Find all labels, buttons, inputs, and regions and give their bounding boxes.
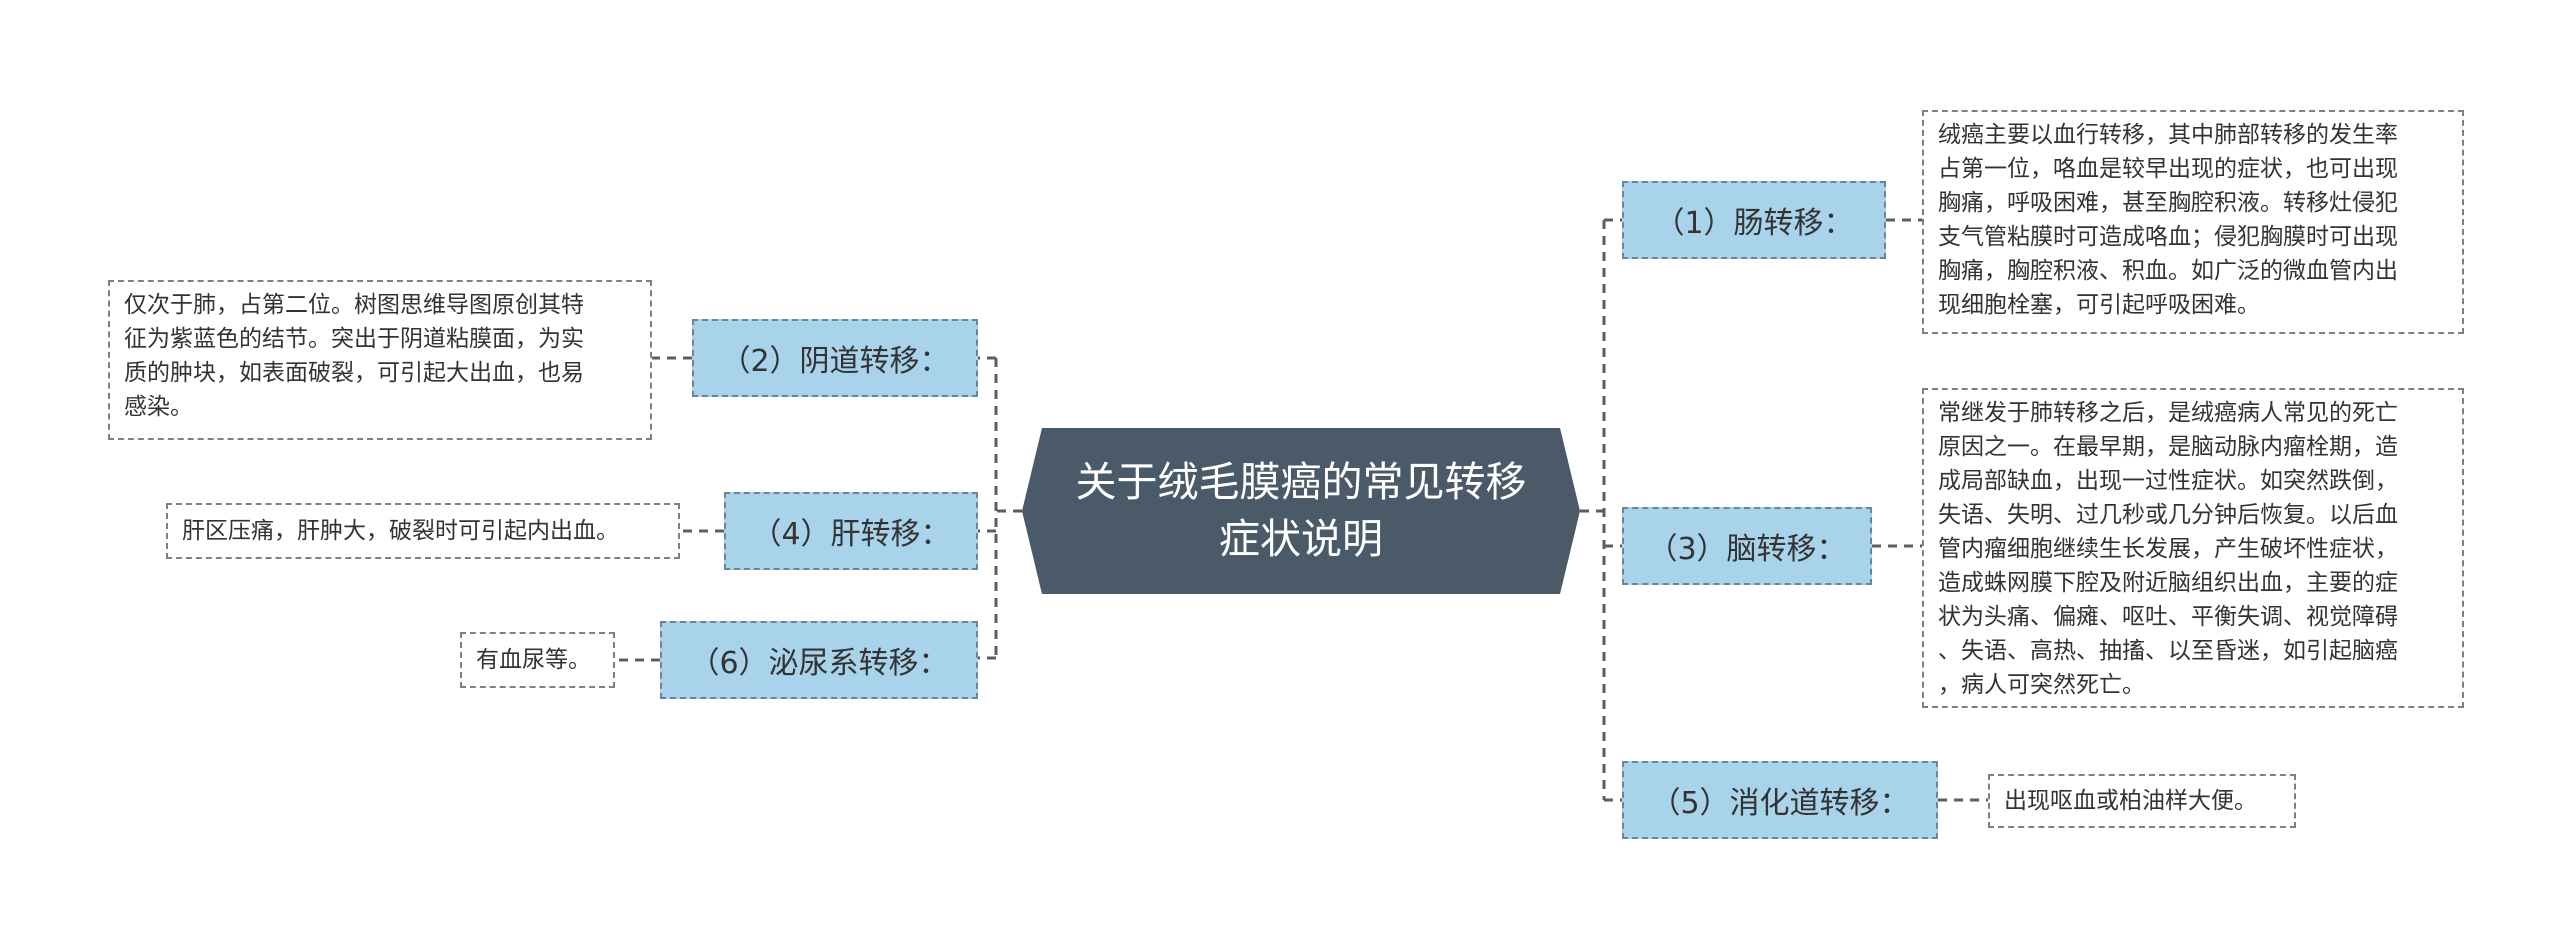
branch-liver[interactable]: （4）肝转移： (724, 492, 978, 570)
leaf-intestine-line: 胸痛，呼吸困难，甚至胸腔积液。转移灶侵犯 (1938, 190, 2398, 216)
leaf-vagina-line: 仅次于肺，占第二位。树图思维导图原创其特 (124, 292, 584, 318)
branch-digestive[interactable]: （5）消化道转移： (1622, 761, 1938, 839)
leaf-digestive[interactable]: 出现呕血或柏油样大便。 (1988, 774, 2296, 828)
central-topic-line2: 症状说明 (1219, 515, 1383, 563)
branch-brain[interactable]: （3）脑转移： (1622, 507, 1872, 585)
leaf-liver[interactable]: 肝区压痛，肝肿大，破裂时可引起内出血。 (166, 503, 680, 559)
leaf-brain-line: 失语、失明、过几秒或几分钟后恢复。以后血 (1938, 502, 2398, 528)
leaf-intestine-line: 现细胞栓塞，可引起呼吸困难。 (1938, 292, 2260, 318)
leaf-intestine[interactable]: 绒癌主要以血行转移，其中肺部转移的发生率 占第一位，咯血是较早出现的症状，也可出… (1922, 110, 2464, 334)
leaf-brain-line: 造成蛛网膜下腔及附近脑组织出血，主要的症 (1938, 570, 2398, 596)
leaf-intestine-line: 绒癌主要以血行转移，其中肺部转移的发生率 (1938, 122, 2398, 148)
leaf-brain-line: ，病人可突然死亡。 (1938, 672, 2145, 698)
leaf-vagina-line: 质的肿块，如表面破裂，可引起大出血，也易 (124, 360, 584, 386)
leaf-intestine-line: 支气管粘膜时可造成咯血；侵犯胸膜时可出现 (1938, 224, 2398, 250)
branch-urinary[interactable]: （6）泌尿系转移： (660, 621, 978, 699)
leaf-intestine-line: 占第一位，咯血是较早出现的症状，也可出现 (1938, 156, 2398, 182)
leaf-intestine-line: 胸痛，胸腔积液、积血。如广泛的微血管内出 (1938, 258, 2398, 284)
leaf-vagina-line: 感染。 (124, 394, 193, 420)
leaf-brain-line: 原因之一。在最早期，是脑动脉内瘤栓期，造 (1938, 434, 2398, 460)
leaf-brain-line: 状为头痛、偏瘫、呕吐、平衡失调、视觉障碍 (1938, 604, 2398, 630)
leaf-urinary[interactable]: 有血尿等。 (460, 632, 615, 688)
leaf-brain-line: 成局部缺血，出现一过性症状。如突然跌倒， (1938, 468, 2398, 494)
leaf-brain-line: 管内瘤细胞继续生长发展，产生破坏性症状， (1938, 536, 2398, 562)
branch-intestine[interactable]: （1）肠转移： (1622, 181, 1886, 259)
central-topic[interactable]: 关于绒毛膜癌的常见转移 症状说明 (1022, 428, 1580, 594)
central-topic-line1: 关于绒毛膜癌的常见转移 (1075, 458, 1527, 506)
leaf-vagina-line: 征为紫蓝色的结节。突出于阴道粘膜面，为实 (124, 326, 584, 352)
leaf-brain-line: 常继发于肺转移之后，是绒癌病人常见的死亡 (1938, 400, 2398, 426)
leaf-brain-line: 、失语、高热、抽搐、以至昏迷，如引起脑癌 (1938, 638, 2398, 664)
leaf-brain[interactable]: 常继发于肺转移之后，是绒癌病人常见的死亡 原因之一。在最早期，是脑动脉内瘤栓期，… (1922, 388, 2464, 708)
branch-vagina[interactable]: （2）阴道转移： (692, 319, 978, 397)
leaf-vagina[interactable]: 仅次于肺，占第二位。树图思维导图原创其特 征为紫蓝色的结节。突出于阴道粘膜面，为… (108, 280, 652, 440)
